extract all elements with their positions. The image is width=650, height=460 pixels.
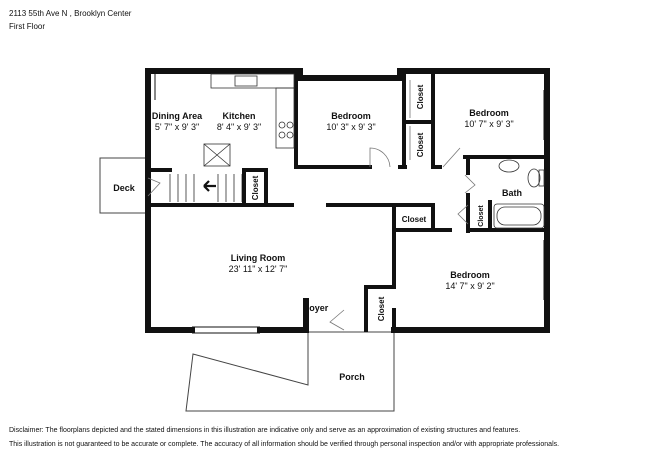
bath-label: Bath [502,188,522,198]
bath-fixtures [493,159,545,229]
stairs [169,174,243,202]
dining-area-name: Dining Area [152,111,203,121]
address-text: 2113 55th Ave N , Brooklyn Center [9,9,132,18]
floor-label: First Floor [9,22,45,31]
dining-area-dims: 5' 7" x 9' 3" [155,122,199,132]
closet-mid-horizontal-label: Closet [402,215,427,224]
disclaimer-line-2: This illustration is not guaranteed to b… [9,441,560,448]
bedroom-2-name: Bedroom [469,108,509,118]
exterior-walls [145,68,550,333]
stair-arrow-icon [203,180,216,192]
foyer-label: Foyer [304,303,329,313]
closet-bath-small-label: Closet [478,205,485,227]
bedroom-3-name: Bedroom [450,270,490,280]
porch-label: Porch [339,372,365,382]
closet-top-lower-label: Closet [416,132,425,157]
bedroom-1-dims: 10' 3" x 9' 3" [326,122,375,132]
closet-foyer-label: Closet [377,296,386,321]
kitchen-name: Kitchen [222,111,255,121]
living-room-name: Living Room [231,253,286,263]
bedroom-2-dims: 10' 7" x 9' 3" [464,119,513,129]
kitchen-fixtures [203,73,295,167]
interior-walls [146,69,549,332]
kitchen-dims: 8' 4" x 9' 3" [217,122,261,132]
deck-label: Deck [113,183,136,193]
bedroom-3-dims: 14' 7" x 9' 2" [445,281,494,291]
living-room-dims: 23' 11" x 12' 7" [229,264,288,274]
window-lines [154,74,545,334]
closet-stair-label: Closet [251,175,260,200]
closet-top-upper-label: Closet [416,84,425,109]
disclaimer-line-1: Disclaimer: The floorplans depicted and … [9,427,521,434]
bedroom-1-name: Bedroom [331,111,371,121]
door-swings [147,80,476,331]
